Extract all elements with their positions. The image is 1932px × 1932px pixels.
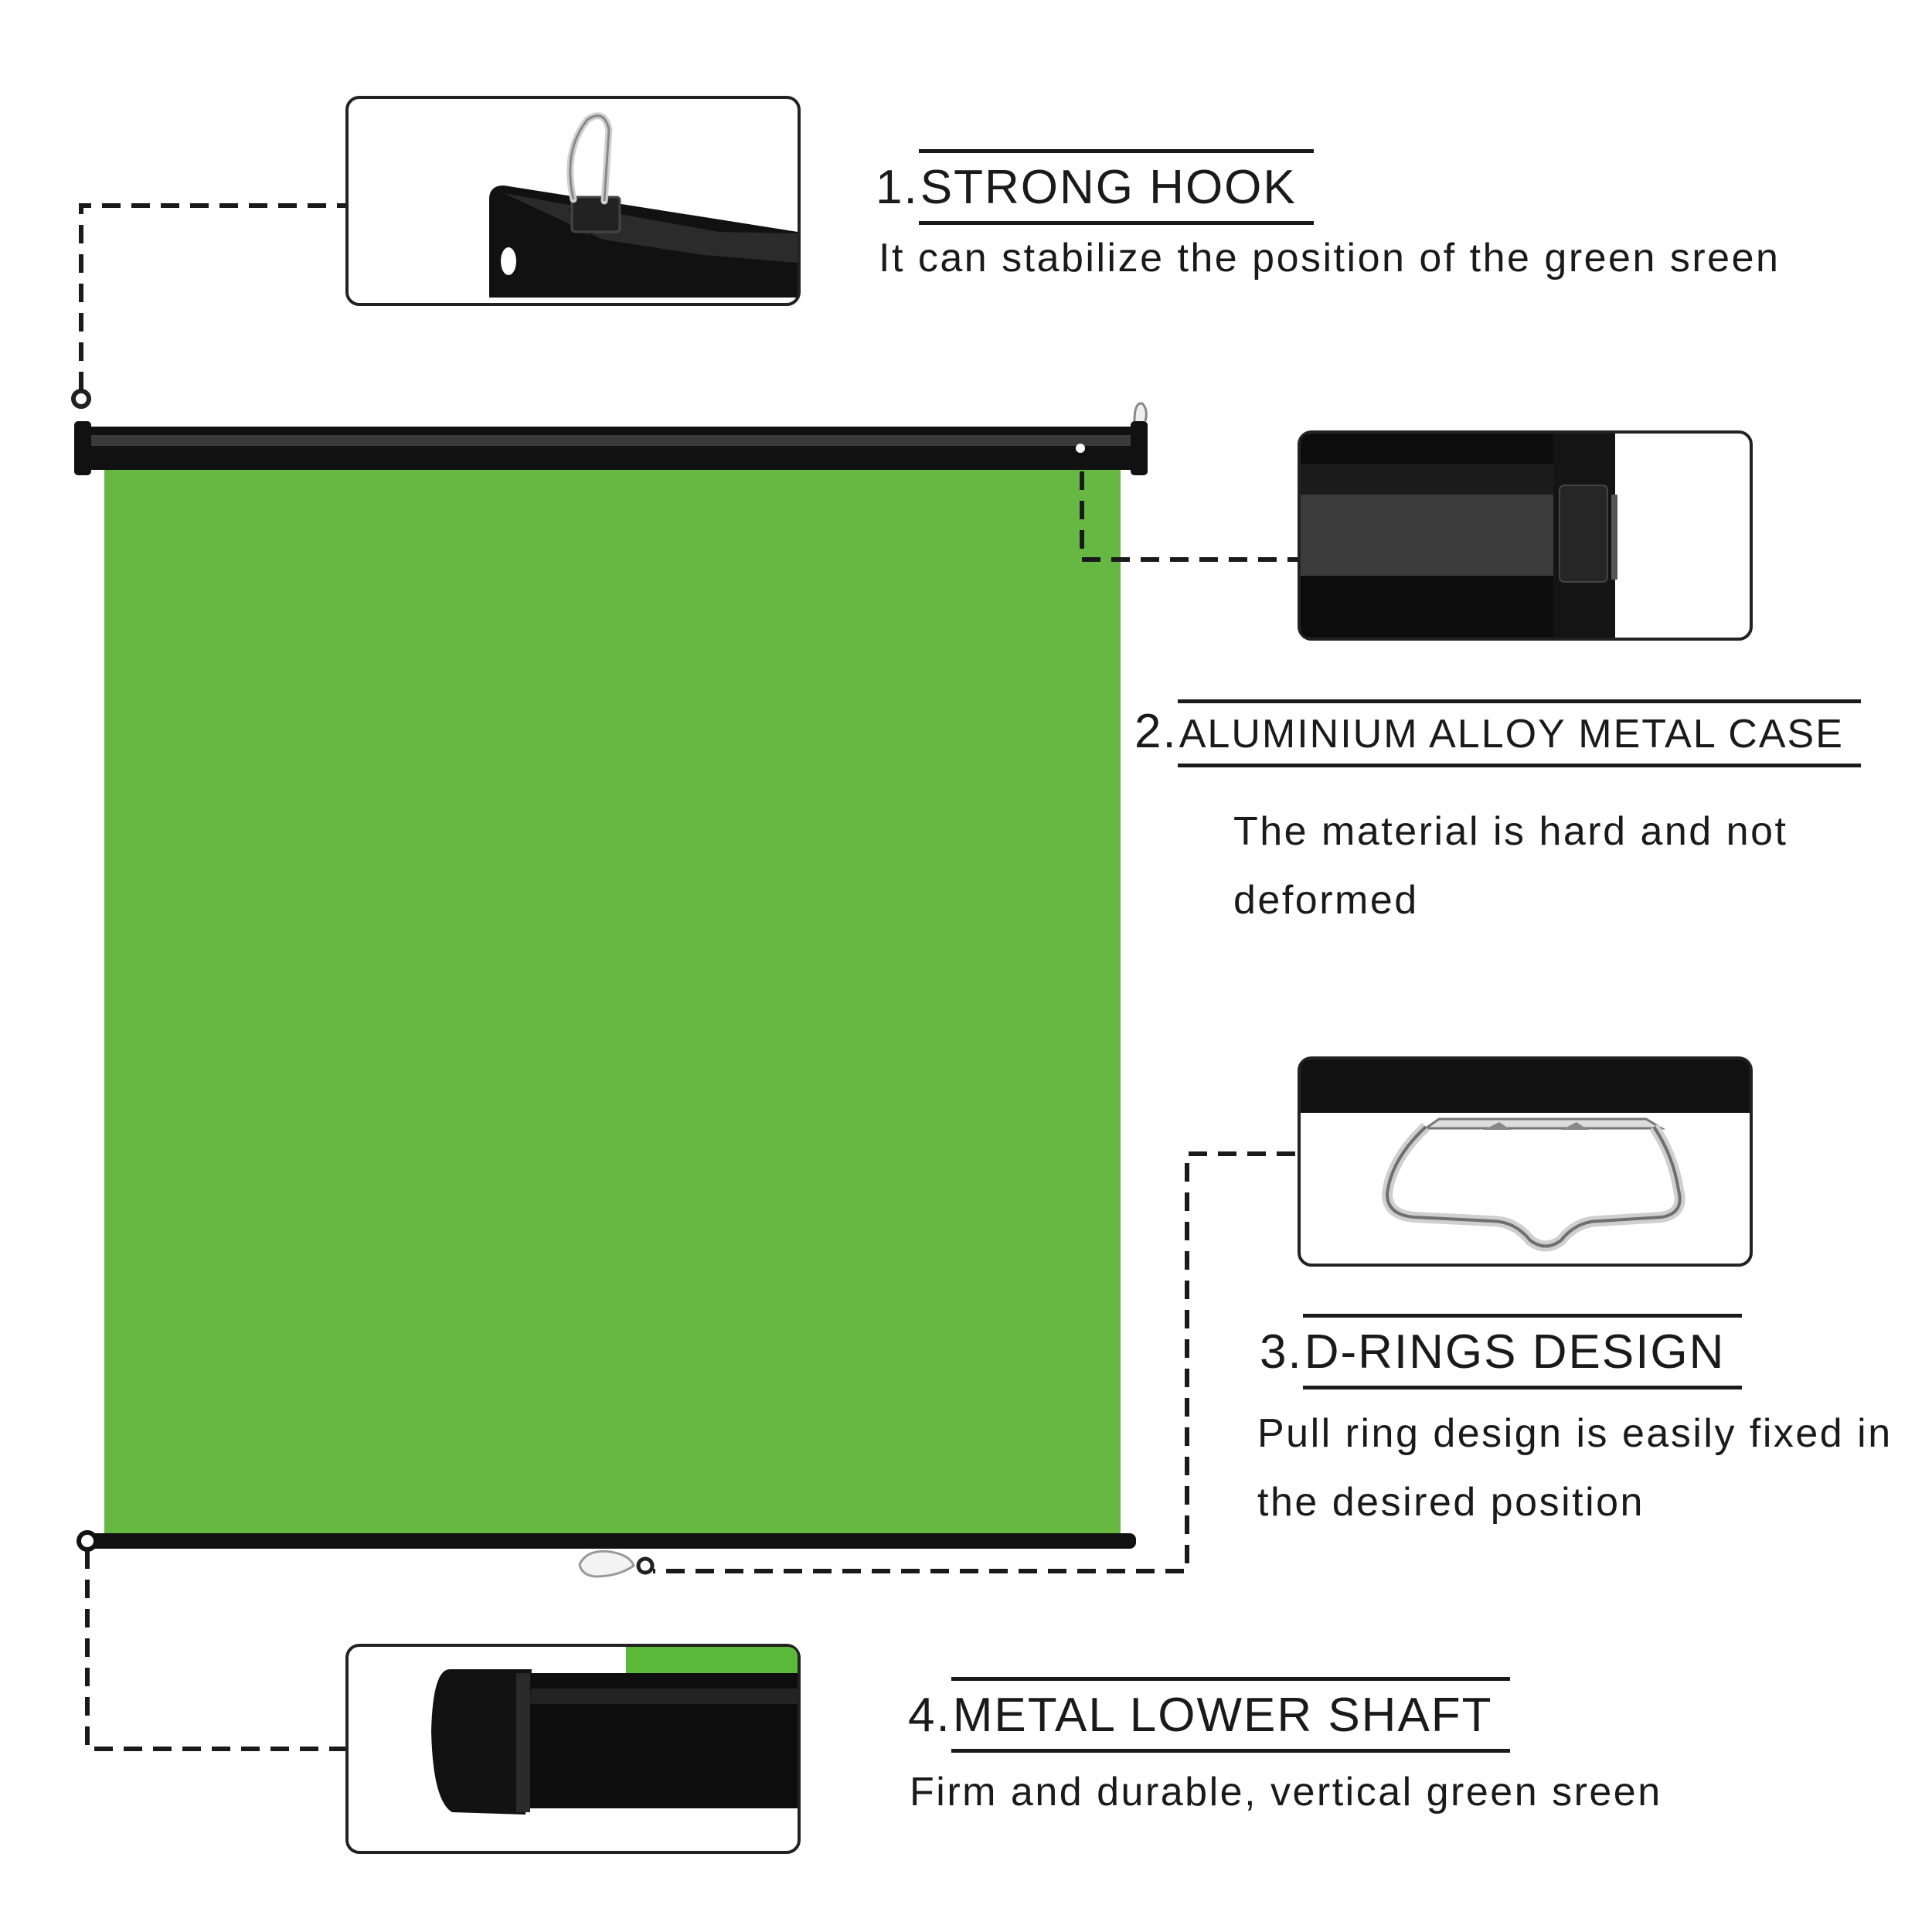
detail-image-strong-hook <box>345 96 801 306</box>
top-case-bar <box>74 421 1148 475</box>
feature-number: 2. <box>1134 705 1178 758</box>
feature-description: Pull ring design is easily fixed in the … <box>1257 1411 1893 1525</box>
feature-title: ALUMINIUM ALLOY METAL CASE <box>1177 699 1861 767</box>
detail-image-d-ring <box>1298 1056 1753 1267</box>
feature-title: STRONG HOOK <box>918 149 1314 225</box>
pull-ring-under-shaft <box>578 1549 655 1578</box>
feature-number: 3. <box>1260 1325 1303 1379</box>
feature-description: It can stabilize the position of the gre… <box>879 236 1781 281</box>
hook-ring-right <box>1133 402 1148 422</box>
detail-image-metal-case <box>1298 430 1753 641</box>
feature-heading: 4.METAL LOWER SHAFT <box>908 1677 1510 1753</box>
feature-heading: 1.STRONG HOOK <box>876 149 1314 225</box>
bottom-shaft-bar <box>77 1530 1136 1552</box>
callout-lines <box>79 203 1298 1751</box>
feature-number: 1. <box>876 161 919 214</box>
hook-ring-left <box>71 389 91 409</box>
feature-number: 4. <box>908 1689 951 1742</box>
green-screen-fabric <box>104 464 1121 1542</box>
feature-title: D-RINGS DESIGN <box>1302 1314 1743 1389</box>
feature-heading: 2.ALUMINIUM ALLOY METAL CASE <box>1134 699 1861 767</box>
feature-heading: 3.D-RINGS DESIGN <box>1260 1314 1743 1389</box>
feature-title: METAL LOWER SHAFT <box>951 1677 1510 1753</box>
feature-description: Firm and durable, vertical green sreen <box>910 1770 1662 1815</box>
feature-description: The material is hard and not deformed <box>1233 809 1788 923</box>
detail-image-lower-shaft <box>345 1644 801 1854</box>
